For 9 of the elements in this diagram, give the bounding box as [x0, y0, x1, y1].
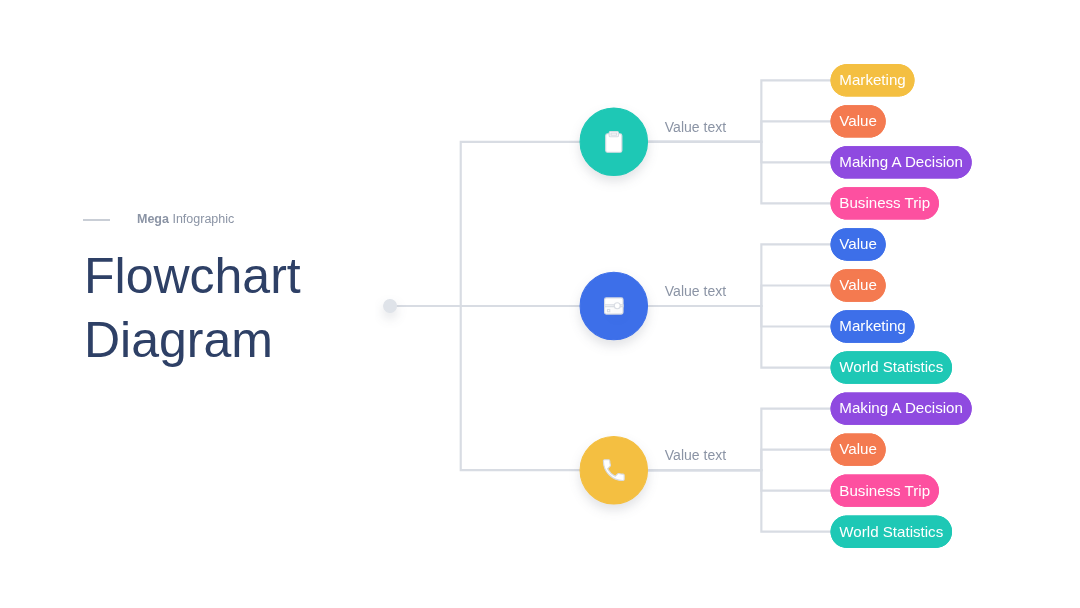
subtitle: Mega Infographic [137, 212, 235, 226]
node-circle [579, 107, 649, 177]
node-circle [579, 271, 649, 341]
value-label: Value text [664, 283, 727, 300]
value-label: Value text [664, 447, 727, 464]
value-label: Value text [664, 119, 727, 136]
node-circle [579, 435, 649, 505]
node-circle [383, 299, 398, 313]
title: Flowchart Diagram [84, 247, 302, 370]
